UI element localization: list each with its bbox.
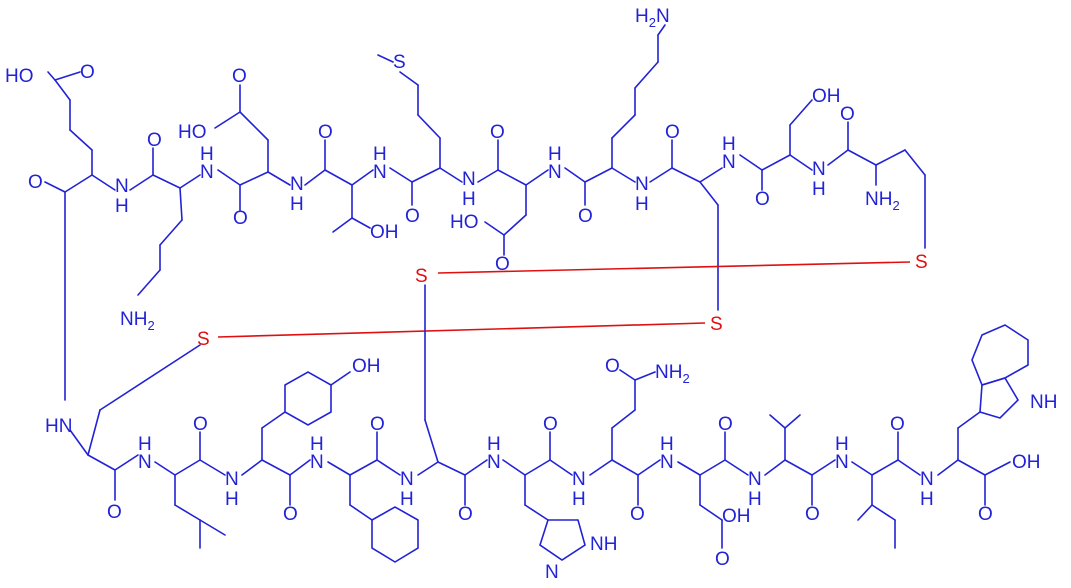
- label-n-b2: N: [225, 469, 239, 490]
- label-h-7: H: [635, 194, 649, 215]
- label-n-6: N: [548, 162, 562, 183]
- label-h-b4: H: [400, 489, 414, 510]
- label-o-his: O: [543, 414, 558, 435]
- label-h-b5: H: [487, 434, 501, 455]
- label-o-cys3: O: [458, 504, 473, 525]
- label-o-gln: O: [605, 356, 620, 377]
- label-nh2-lys1: NH2: [120, 309, 155, 333]
- label-o-thr: O: [318, 122, 333, 143]
- label-h2n-lys2: H2N: [635, 6, 670, 30]
- label-o-glu-co: O: [28, 172, 43, 193]
- label-h-1: H: [115, 196, 129, 217]
- label-s-cys4: S: [197, 329, 210, 350]
- label-o-b1: O: [107, 502, 122, 523]
- label-n-b4: N: [400, 469, 414, 490]
- label-o-asp3-side: O: [715, 549, 730, 570]
- label-ho-asp1: HO: [178, 122, 207, 143]
- label-n-9: N: [812, 159, 826, 180]
- label-n-8: N: [722, 152, 736, 173]
- label-n-1: N: [115, 176, 129, 197]
- label-h-4: H: [373, 144, 387, 165]
- label-o-asp1-co: O: [233, 208, 248, 229]
- bottom-backbone: [69, 369, 1011, 549]
- label-o-asp3: O: [718, 414, 733, 435]
- label-s-cys1: S: [710, 314, 723, 335]
- label-o-ser: O: [755, 189, 770, 210]
- label-h-2: H: [200, 144, 214, 165]
- label-n-3: N: [290, 174, 304, 195]
- label-h-b1: H: [138, 434, 152, 455]
- label-n-b9: N: [835, 452, 849, 473]
- label-ho-glu: HO: [5, 66, 34, 87]
- label-nh2-cys2: NH2: [865, 189, 900, 213]
- aromatic-rings: [284, 324, 1029, 563]
- label-o-ile: O: [890, 414, 905, 435]
- label-s-cys2: S: [915, 252, 928, 273]
- label-o-asp2: O: [490, 122, 505, 143]
- label-h-b8: H: [748, 489, 762, 510]
- label-h-b3: H: [310, 434, 324, 455]
- label-o-cys1: O: [665, 122, 680, 143]
- label-o-lys2: O: [578, 206, 593, 227]
- label-oh-thr: OH: [370, 222, 399, 243]
- label-s-cys3: S: [415, 266, 428, 287]
- label-h-b2: H: [225, 489, 239, 510]
- label-h-b9: H: [835, 434, 849, 455]
- label-nh2-gln: NH2: [655, 362, 690, 386]
- disulfide-bonds: [217, 261, 911, 338]
- label-n-7: N: [635, 174, 649, 195]
- label-o-trp: O: [978, 504, 993, 525]
- label-n-b5: N: [487, 452, 501, 473]
- label-n-b10: N: [920, 469, 934, 490]
- label-h-b10: H: [920, 489, 934, 510]
- label-o-asp1: O: [232, 66, 247, 87]
- label-oh-tyr: OH: [352, 356, 381, 377]
- label-h-b6: H: [572, 489, 586, 510]
- label-n-b1: N: [138, 452, 152, 473]
- label-o-gln-co: O: [630, 504, 645, 525]
- label-oh-cterm: OH: [1012, 452, 1041, 473]
- label-hn-bottom: HN: [45, 416, 72, 437]
- label-n-his: N: [545, 562, 559, 583]
- label-nh-his: NH: [590, 534, 617, 555]
- label-o-val: O: [805, 504, 820, 525]
- label-o-phe: O: [370, 414, 385, 435]
- label-n-5: N: [462, 169, 476, 190]
- label-n-b7: N: [660, 452, 674, 473]
- label-o-lys1: O: [147, 130, 162, 151]
- label-oh-ser: OH: [812, 86, 841, 107]
- label-h-6: H: [548, 144, 562, 165]
- label-h-8: H: [722, 134, 736, 155]
- label-n-b8: N: [748, 469, 762, 490]
- label-oh-asp3: OH: [722, 506, 751, 527]
- label-h-5: H: [462, 189, 476, 210]
- label-h-3: H: [290, 194, 304, 215]
- label-h-9: H: [812, 179, 826, 200]
- label-o-leu: O: [193, 414, 208, 435]
- label-ho-asp2: HO: [450, 212, 479, 233]
- label-o-cys2: O: [840, 104, 855, 125]
- label-o-tyr: O: [283, 504, 298, 525]
- label-h-b7: H: [660, 434, 674, 455]
- label-o-asp2-side: O: [495, 254, 510, 275]
- label-nh-trp: NH: [1030, 392, 1057, 413]
- label-n-2: N: [200, 162, 214, 183]
- label-n-b6: N: [572, 469, 586, 490]
- label-n-4: N: [373, 162, 387, 183]
- label-s-met: S: [393, 52, 406, 73]
- top-backbone: [44, 24, 926, 401]
- label-n-b3: N: [310, 452, 324, 473]
- label-o-met: O: [405, 206, 420, 227]
- atom-labels: HO O O N H O NH2 H N O HO O N H O OH H N…: [5, 6, 1057, 583]
- label-o-glu: O: [80, 62, 95, 83]
